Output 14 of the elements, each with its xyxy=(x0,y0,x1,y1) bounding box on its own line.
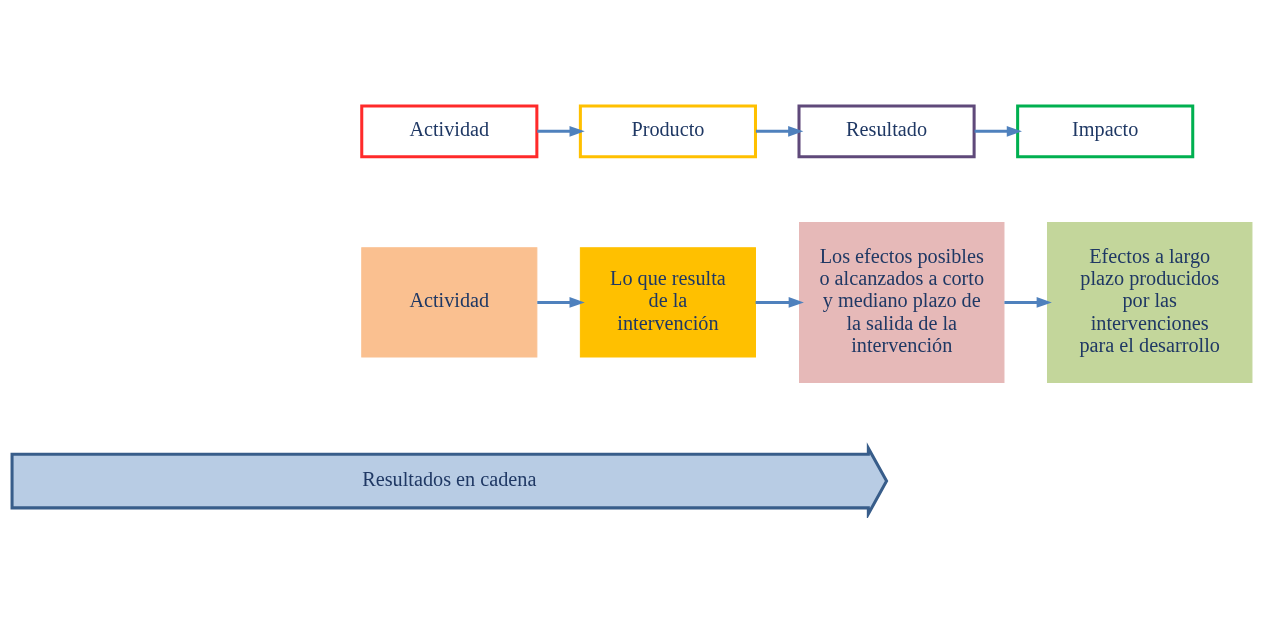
arrow xyxy=(755,125,804,137)
arrow xyxy=(755,296,804,308)
node-box: Efectos a largo plazo producidos por las intervenciones para el desarrollo xyxy=(1047,221,1253,383)
node-box: Producto xyxy=(578,104,757,158)
arrow xyxy=(537,125,585,137)
arrow xyxy=(974,125,1022,137)
node-box: Resultado xyxy=(797,104,976,158)
arrow xyxy=(1004,296,1052,308)
node-box: Actividad xyxy=(361,246,538,358)
node-box: Los efectos posibles o alcanzados a corto y mediano plazo de la salida de la intervención xyxy=(799,221,1005,383)
node-box: Impacto xyxy=(1016,104,1195,158)
node-box: Lo que resulta de la intervención xyxy=(579,246,756,358)
arrow xyxy=(537,296,585,308)
node-box: Actividad xyxy=(360,104,539,158)
